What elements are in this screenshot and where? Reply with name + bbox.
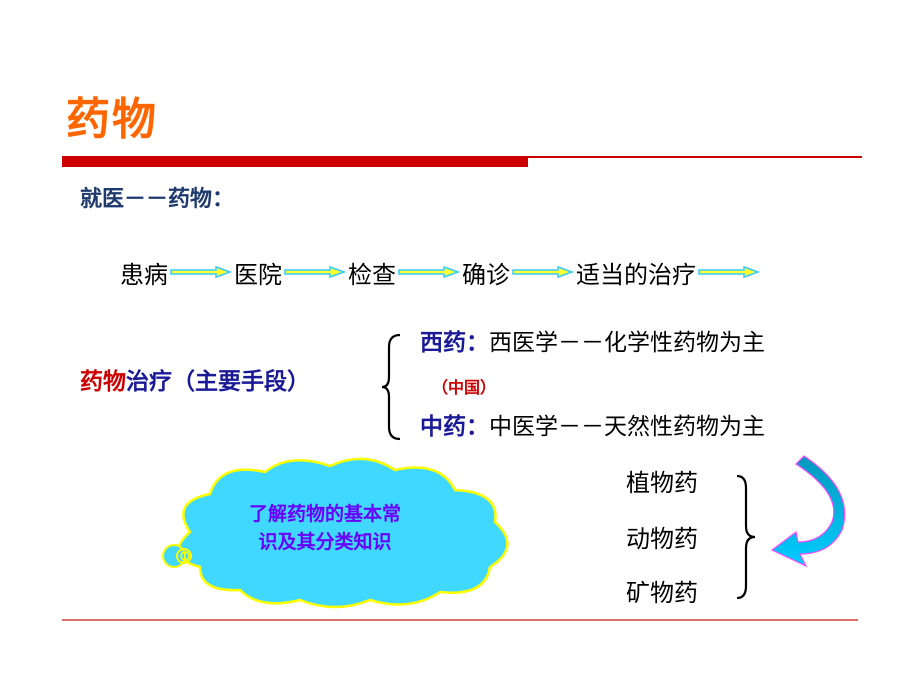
branch-value: 西医学－－化学性药物为主 [489,330,765,356]
right-arrow-icon [398,265,460,279]
treatment-flow: 患病 医院 检查 确诊 适当的治疗 [120,256,762,289]
flow-step: 患病 [120,260,168,289]
cloud-line-2: 识及其分类知识 [258,531,392,553]
slide-title: 药物 [66,94,158,145]
branch-key: 中药： [420,414,489,440]
flow-step: 适当的治疗 [576,260,696,289]
branch-western-medicine: 西药：西医学－－化学性药物为主 [420,328,765,358]
flow-step: 确诊 [462,260,510,289]
title-rule-thick [62,156,528,167]
footer-rule [62,619,858,621]
herb-type-mineral: 矿物药 [626,579,698,607]
cloud-callout-text: 了解药物的基本常 识及其分类知识 [210,500,440,556]
china-note: （中国） [432,378,497,397]
right-arrow-icon [512,265,574,279]
herb-type-animal: 动物药 [626,525,698,553]
right-arrow-icon [170,265,232,279]
right-brace-icon [736,474,756,600]
right-arrow-icon [698,265,760,279]
branch-chinese-medicine: 中药：中医学－－天然性药物为主 [420,412,765,442]
flow-step: 医院 [234,260,282,289]
treatment-label: 药物治疗（主要手段） [80,366,310,398]
cloud-line-1: 了解药物的基本常 [248,503,401,525]
right-arrow-icon [284,265,346,279]
flow-step: 检查 [348,260,396,289]
cloud-callout-shape [162,457,509,609]
treatment-label-rest: 治疗（主要手段） [126,369,310,395]
branch-key: 西药： [420,330,489,356]
left-brace-icon [381,333,401,441]
treatment-label-red: 药物 [80,369,126,395]
branch-value: 中医学－－天然性药物为主 [489,414,765,440]
curved-arrow-icon [770,455,846,568]
subtitle: 就医－－药物： [80,187,235,212]
herb-type-plant: 植物药 [626,469,698,497]
